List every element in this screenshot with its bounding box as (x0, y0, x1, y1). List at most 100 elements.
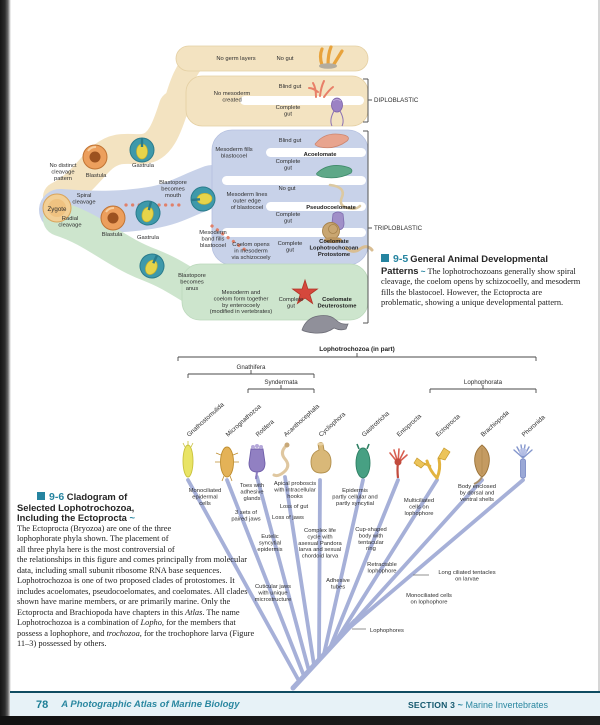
stage-label: Blind gut (279, 138, 302, 144)
figure-9-6-caption: 9-6 Cladogram of Selected Lophotrochozoa… (17, 491, 262, 650)
taxon-label: Acanthocephala (283, 403, 322, 439)
stage-label: Acoelomate (304, 152, 338, 158)
figure-body: The lophotrochozoans generally show spir… (381, 266, 581, 308)
lophophorata-bracket (429, 385, 537, 393)
figure-bullet-icon (381, 254, 389, 262)
figure-number: 9-5 (393, 253, 409, 265)
taxon-label: Cycliophora (318, 411, 348, 439)
stage-label: Pseudocoelomate (306, 205, 356, 211)
blastula-icon (82, 144, 108, 170)
triploblastic-bracket (363, 130, 372, 324)
section-title: Marine Invertebrates (465, 699, 548, 710)
brachiopoda-icon (473, 444, 490, 485)
clade-label: Syndermata (264, 379, 298, 386)
stage-label: Blind gut (279, 84, 302, 90)
taxon-label: Gnathostomulida (186, 401, 226, 438)
syndermata-bracket (247, 385, 315, 393)
clade-root-label: Lophotrochozoa (in part) (319, 346, 395, 353)
figure-bullet-icon (37, 492, 45, 500)
nematode-icon (328, 183, 362, 210)
text-wrap-spacer (176, 524, 262, 546)
taxon-label: Entoprocta (396, 413, 424, 439)
diploblastic-bracket (363, 78, 372, 123)
sponge-icon (318, 45, 344, 69)
figure-9-5-caption: 9-5 General Animal Developmental Pattern… (381, 253, 586, 309)
page-bottom-edge (0, 716, 600, 725)
taxon-label: Ectoprocta (435, 413, 462, 439)
taxon-label: Brachiopoda (480, 409, 511, 438)
stage-label: Blastula (86, 173, 107, 179)
seal-icon (301, 315, 349, 334)
dotted-path (210, 224, 250, 254)
stage-label: No germ layers (216, 56, 255, 62)
figure-title-line2: Selected Lophotrochozoa, (17, 501, 135, 513)
tilde-ornament: ~ (129, 512, 135, 523)
lophotrochozoa-bracket (177, 353, 537, 361)
stage-label: No gut (278, 186, 295, 192)
character-annotation: Loss of jaws (272, 515, 304, 521)
tilde-ornament: ~ (420, 265, 426, 276)
micrognathozoa-icon (215, 446, 239, 482)
phoronida-icon (513, 444, 533, 479)
figure-title-line3: Including the Ectoprocta ~ (17, 512, 135, 523)
stage-label: Gastrula (132, 163, 155, 169)
ectoprocta-icon (413, 447, 451, 480)
stage-label: No gut (276, 56, 293, 62)
zygote-icon (42, 193, 72, 223)
page-number: 78 (36, 698, 49, 711)
bracket-label: TRIPLOBLASTIC (374, 225, 423, 232)
taxon-label: Gastrotricha (361, 410, 392, 438)
page-right-edge (598, 0, 600, 725)
character-annotation: Lophophores (370, 628, 404, 634)
stage-label: Gastrula (137, 235, 160, 241)
taxon-label: Phoronida (521, 414, 547, 439)
clade-label: Lophophorata (464, 379, 503, 386)
tilde-ornament: ~ (457, 699, 463, 710)
page-footer: 78 A Photographic Atlas of Marine Biolog… (10, 691, 600, 716)
taxon-label: Rotifera (255, 418, 276, 438)
book-title: A Photographic Atlas of Marine Biology (61, 699, 240, 710)
snail-icon (322, 222, 374, 253)
figure-title-line1: 9-6 Cladogram of (17, 491, 262, 503)
figure-body: The Ectoprocta (Bryozoa) are one of the … (17, 523, 255, 649)
cycliophora-icon (310, 442, 332, 474)
gnathostomulida-icon (182, 441, 194, 478)
blastula-icon (100, 205, 126, 231)
gastrotricha-icon (355, 443, 371, 479)
figure-title: General Animal Developmental Patterns (381, 253, 548, 276)
bracket-label: DIPLOBLASTIC (374, 97, 419, 104)
nemertean-icon (316, 165, 353, 179)
stage-label: Zygote (48, 206, 67, 213)
rotifera-icon (248, 444, 266, 480)
